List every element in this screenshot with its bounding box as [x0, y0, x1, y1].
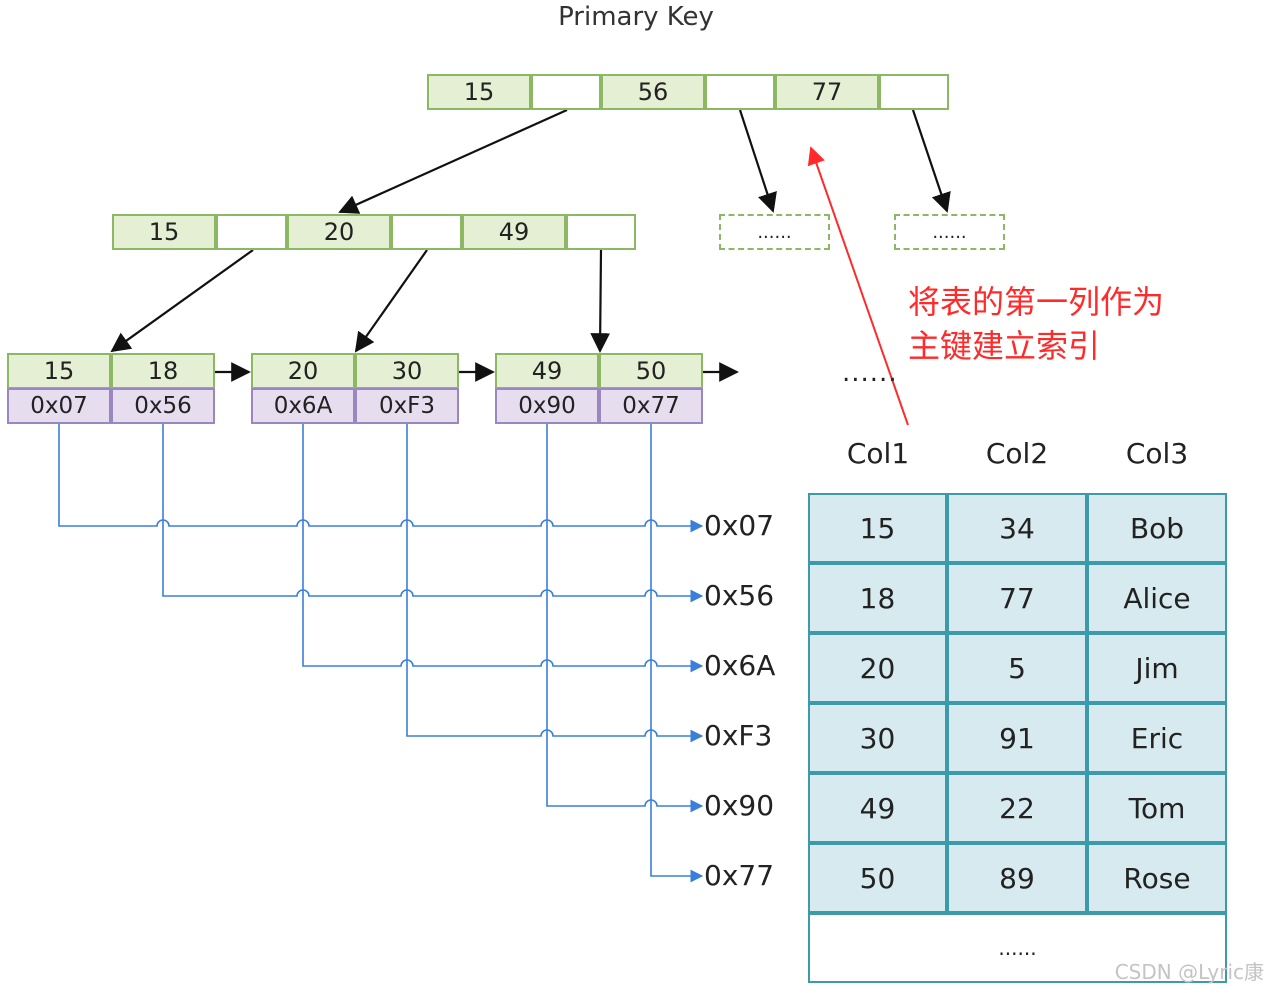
- table-cell: 22: [947, 773, 1087, 843]
- table-column-header: Col2: [985, 437, 1049, 470]
- row-address-label: 0x07: [704, 509, 775, 542]
- leaf-key-cell: 30: [355, 353, 459, 389]
- annotation-note: 将表的第一列作为 主键建立索引: [908, 280, 1228, 368]
- leaf-key-cell: 20: [251, 353, 355, 389]
- table-cell: Rose: [1087, 843, 1227, 913]
- leaf-address-cell: 0x07: [7, 388, 111, 424]
- leaf-address-cell: 0x90: [495, 388, 599, 424]
- address-link-line: [302, 424, 704, 673]
- table-column-header: Col3: [1125, 437, 1189, 470]
- annotation-line-1: 将表的第一列作为: [908, 283, 1165, 321]
- mid-key-cell: 15: [112, 214, 216, 250]
- root-to-placeholder-arrow: [911, 109, 951, 213]
- table-cell: Bob: [1087, 493, 1227, 563]
- table-cell: Eric: [1087, 703, 1227, 773]
- leaf-address-cell: 0x56: [111, 388, 215, 424]
- root-pointer-cell: [879, 74, 949, 110]
- leaf-key-cell: 49: [495, 353, 599, 389]
- mid-key-cell: 49: [462, 214, 566, 250]
- address-link-line: [162, 424, 704, 603]
- mid-pointer-cell: [566, 214, 636, 250]
- address-link-line: [650, 424, 704, 883]
- mid-to-leaf-arrow: [590, 249, 611, 353]
- mid-pointer-cell: [391, 214, 462, 250]
- table-cell: 5: [947, 633, 1087, 703]
- table-cell: 91: [947, 703, 1087, 773]
- leaf-key-cell: 18: [111, 353, 215, 389]
- row-address-label: 0x56: [704, 579, 775, 612]
- mid-to-leaf-arrow: [110, 249, 254, 353]
- address-link-line: [406, 424, 704, 743]
- table-cell: 49: [808, 773, 947, 843]
- root-key-cell: 15: [427, 74, 531, 110]
- root-pointer-cell: [531, 74, 601, 110]
- row-address-label: 0xF3: [704, 719, 773, 752]
- row-address-label: 0x6A: [704, 649, 776, 682]
- table-cell: 18: [808, 563, 947, 633]
- address-link-line: [58, 424, 704, 533]
- mid-key-cell: 20: [287, 214, 391, 250]
- leaf-address-cell: 0x77: [599, 388, 703, 424]
- table-cell: 77: [947, 563, 1087, 633]
- leaf-ellipsis: ......: [842, 358, 898, 388]
- mid-pointer-cell: [216, 214, 287, 250]
- table-cell: 20: [808, 633, 947, 703]
- address-link-line: [546, 424, 704, 813]
- table-footer-row: ......: [808, 913, 1227, 983]
- placeholder-node: ......: [894, 214, 1005, 250]
- table-cell: 15: [808, 493, 947, 563]
- diagram-title: Primary Key: [558, 2, 714, 32]
- table-cell: 50: [808, 843, 947, 913]
- table-cell: Jim: [1087, 633, 1227, 703]
- leaf-key-cell: 15: [7, 353, 111, 389]
- table-cell: 89: [947, 843, 1087, 913]
- leaf-address-cell: 0x6A: [251, 388, 355, 424]
- root-to-mid-arrow: [338, 108, 568, 214]
- placeholder-node: ......: [719, 214, 830, 250]
- table-cell: 30: [808, 703, 947, 773]
- mid-to-leaf-arrow: [354, 249, 428, 353]
- table-column-header: Col1: [846, 437, 910, 470]
- watermark: CSDN @Lyric康: [1114, 960, 1264, 984]
- table-cell: Alice: [1087, 563, 1227, 633]
- leaf-address-cell: 0xF3: [355, 388, 459, 424]
- row-address-label: 0x90: [704, 789, 775, 822]
- root-pointer-cell: [705, 74, 775, 110]
- annotation-arrow: [807, 146, 909, 426]
- leaf-key-cell: 50: [599, 353, 703, 389]
- annotation-line-2: 主键建立索引: [908, 327, 1101, 365]
- root-key-cell: 77: [775, 74, 879, 110]
- root-to-placeholder-arrow: [738, 109, 777, 213]
- table-cell: Tom: [1087, 773, 1227, 843]
- root-key-cell: 56: [601, 74, 705, 110]
- row-address-label: 0x77: [704, 859, 775, 892]
- table-cell: 34: [947, 493, 1087, 563]
